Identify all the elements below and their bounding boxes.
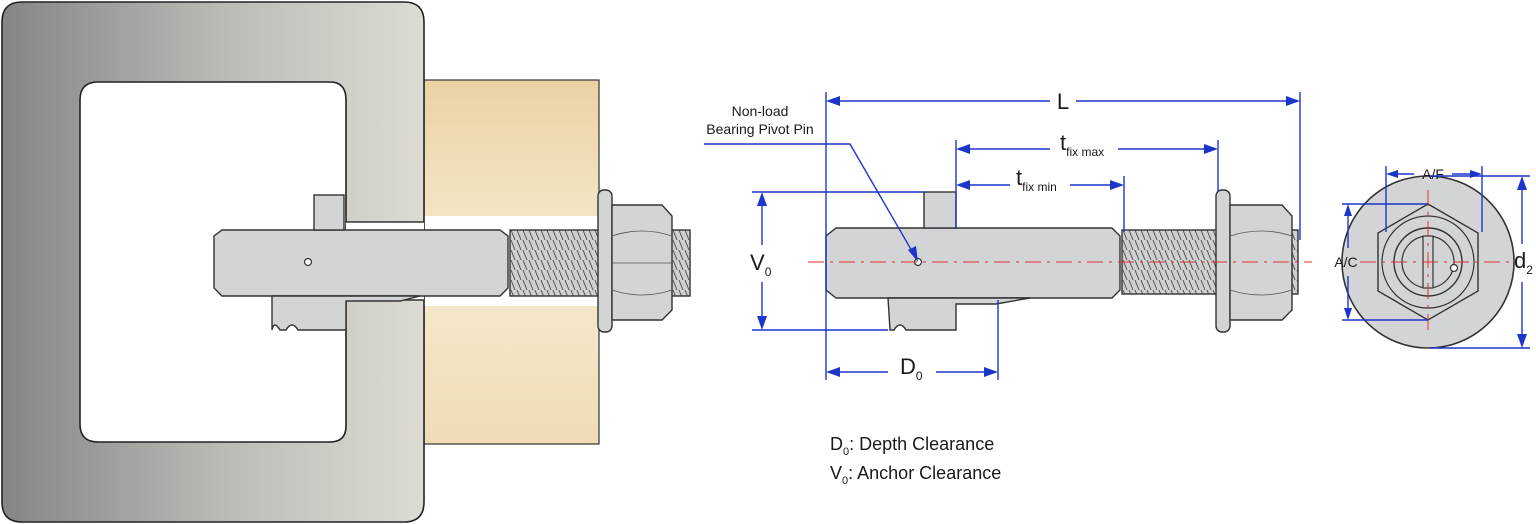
label-d2-sub: 2 — [1526, 263, 1533, 277]
label-V0-base: V — [750, 250, 765, 275]
installed-anchor-view — [1, 1, 691, 523]
hex-nut — [611, 204, 673, 321]
pivot-pin-callout: Non-load Bearing Pivot Pin — [704, 103, 918, 262]
label-tfix-min-base: t — [1016, 165, 1022, 190]
lower-wedge-elevation — [887, 297, 1031, 331]
label-AF: A/F — [1422, 166, 1444, 182]
dimension-V0: V0 — [750, 191, 924, 331]
legend-item-depth: D0: Depth Clearance — [830, 434, 994, 458]
legend-anchor-text: : Anchor Clearance — [848, 463, 1001, 483]
pivot-label-line2: Bearing Pivot Pin — [706, 121, 813, 137]
legend-depth-text: : Depth Clearance — [849, 434, 994, 454]
svg-text:D0: D0 — [900, 354, 923, 383]
legend-anchor-sym: V — [830, 463, 842, 483]
label-tfix-min-sub: fix min — [1022, 180, 1057, 194]
dimension-D0: D0 — [826, 300, 999, 383]
dimension-d2: d2 — [1430, 175, 1533, 349]
dimension-AF: A/F — [1385, 166, 1483, 232]
label-D0-base: D — [900, 354, 916, 379]
upper-tab — [313, 194, 345, 231]
lower-wedge — [271, 295, 421, 331]
label-tfix-max-base: t — [1060, 130, 1066, 155]
label-V0-sub: 0 — [765, 265, 772, 279]
label-AC: A/C — [1334, 254, 1357, 270]
legend: D0: Depth Clearance V0: Anchor Clearance — [830, 434, 1001, 487]
dimension-AC: A/C — [1334, 203, 1428, 321]
label-tfix-max-sub: fix max — [1066, 145, 1104, 159]
dimension-tfix-max: tfix max — [955, 130, 1219, 228]
anchor-end-view: A/F A/C d2 — [1334, 166, 1533, 349]
svg-text:tfix max: tfix max — [1060, 130, 1104, 159]
legend-depth-sym: D — [830, 434, 843, 454]
pivot-pin-hole — [303, 257, 313, 267]
anchor-body — [213, 229, 509, 297]
label-L: L — [1057, 89, 1069, 114]
svg-text:V0: V0 — [750, 250, 772, 279]
label-D0-sub: 0 — [916, 369, 923, 383]
label-d2-base: d — [1514, 248, 1526, 273]
legend-depth-sub: 0 — [843, 446, 849, 458]
legend-item-anchor: V0: Anchor Clearance — [830, 463, 1001, 487]
svg-text:d2: d2 — [1514, 248, 1533, 277]
upper-tab-elevation — [923, 191, 957, 229]
washer-elevation — [1215, 189, 1231, 333]
anchor-body-elevation — [825, 227, 1121, 299]
washer — [597, 189, 613, 333]
pivot-label-line1: Non-load — [732, 103, 789, 119]
legend-anchor-sub: 0 — [842, 475, 848, 487]
steel-frame — [1, 1, 425, 523]
dimension-tfix-min: tfix min — [956, 165, 1125, 232]
dimension-L: L — [825, 89, 1301, 380]
anchor-elevation-view: L tfix max tfix min — [704, 89, 1312, 383]
nut-elevation — [1229, 204, 1293, 321]
svg-text:tfix min: tfix min — [1016, 165, 1057, 194]
